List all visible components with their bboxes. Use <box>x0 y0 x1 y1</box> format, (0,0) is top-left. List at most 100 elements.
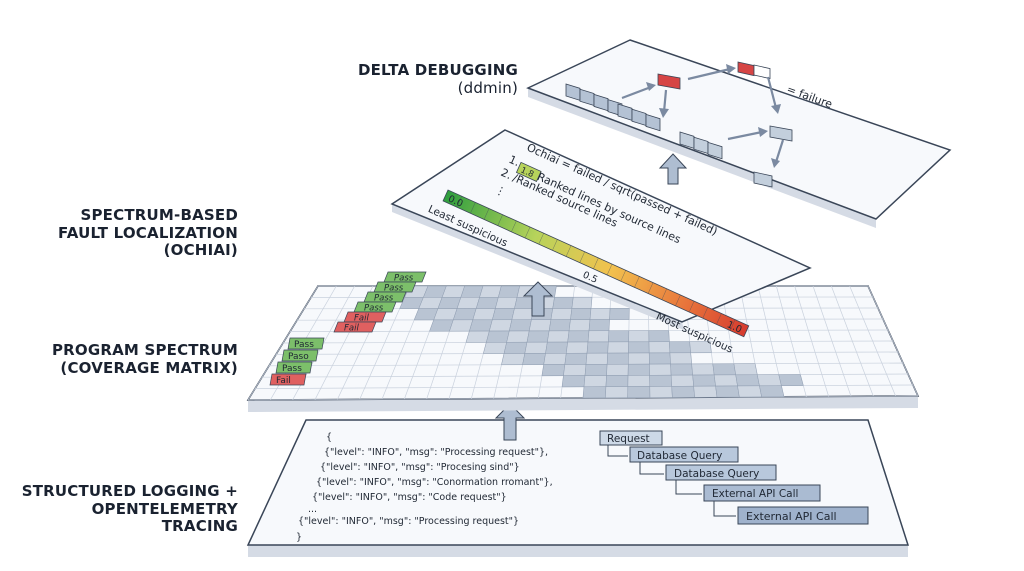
test-label-text: Pass <box>294 340 314 350</box>
covered-cell <box>495 297 518 309</box>
trace-span-db-query-2 <box>665 464 777 481</box>
covered-cell <box>550 308 573 320</box>
json-line: {"level": "INFO", "msg": "Conormation rr… <box>316 477 553 488</box>
json-line: ... <box>308 504 317 515</box>
arrow-spectrum-to-sbfl <box>522 281 554 317</box>
test-label-text: Paso <box>288 352 309 362</box>
covered-cell <box>588 319 610 332</box>
covered-cell <box>460 285 484 298</box>
covered-cell <box>649 374 672 387</box>
trace-span-api-call-2 <box>737 506 869 525</box>
ddmin-subset-element <box>753 64 771 80</box>
covered-cell <box>465 330 490 343</box>
delta-panel-face <box>526 39 952 220</box>
test-label-box <box>269 373 307 386</box>
json-close-brace: } <box>296 532 302 543</box>
arrow-logging-to-spectrum <box>494 403 526 441</box>
ranked-list-ellipsis: ⋮ <box>493 183 508 199</box>
scale-tick <box>579 251 585 263</box>
covered-cell <box>548 319 571 332</box>
scale-tick <box>634 276 640 288</box>
scale-tick <box>729 319 736 331</box>
covered-cell <box>693 385 718 398</box>
covered-cell <box>648 341 671 354</box>
sbfl-panel-face <box>390 129 812 323</box>
trace-span-label: Request <box>607 433 650 445</box>
covered-cell <box>670 363 693 376</box>
label-sbfl-1: SPECTRUM-BASED <box>80 206 238 224</box>
delta-panel: = failure <box>526 39 952 228</box>
covered-cell <box>649 363 672 376</box>
label-delta-debugging: DELTA DEBUGGING (ddmin) <box>300 61 518 97</box>
covered-cell <box>506 330 530 343</box>
covered-cell <box>733 363 758 376</box>
covered-cell <box>489 319 513 332</box>
covered-cell <box>511 308 534 321</box>
ddmin-arrows <box>621 64 785 168</box>
scale-tick <box>702 307 708 319</box>
covered-cell <box>567 330 590 343</box>
logging-panel-edge <box>248 545 908 557</box>
covered-cell <box>670 374 694 387</box>
covered-cell <box>570 308 592 320</box>
covered-cell <box>498 285 520 298</box>
test-label-text: Pass <box>394 274 414 284</box>
covered-cell <box>628 341 650 354</box>
covered-cell <box>735 374 760 387</box>
covered-cell <box>589 308 611 320</box>
ddmin-failure-element <box>657 73 681 90</box>
covered-cell <box>669 352 692 365</box>
covered-cell <box>469 319 493 332</box>
scale-tick <box>456 196 462 208</box>
ddmin-subsets <box>565 61 793 188</box>
covered-cell <box>492 308 515 321</box>
covered-cell <box>583 375 607 388</box>
ddmin-arrowhead <box>659 108 669 118</box>
scale-tick <box>483 208 490 220</box>
test-label-text: Pass <box>384 284 404 294</box>
label-spectrum-1: PROGRAM SPECTRUM <box>51 341 238 359</box>
spectrum-panel-edge <box>248 396 918 412</box>
covered-cell <box>712 363 737 376</box>
scale-tick <box>647 282 654 294</box>
covered-cell <box>608 330 630 343</box>
covered-cell <box>429 319 454 332</box>
covered-cell <box>552 296 574 309</box>
covered-cell <box>571 296 593 309</box>
label-logging-1: STRUCTURED LOGGING + <box>21 482 238 500</box>
ddmin-arrow <box>774 139 785 163</box>
scale-tick <box>688 301 695 313</box>
test-label-text: Pass <box>374 294 394 304</box>
scale-tick <box>552 239 558 251</box>
ddmin-subset-element <box>769 125 793 142</box>
covered-cell <box>564 352 588 365</box>
scale-tick <box>511 220 517 232</box>
covered-cell <box>472 308 496 321</box>
covered-cell <box>671 385 695 398</box>
json-line: {"level": "INFO", "msg": "Processing req… <box>324 447 548 458</box>
covered-cell <box>561 375 586 388</box>
covered-cell <box>606 363 629 376</box>
ddmin-arrowhead <box>646 82 656 91</box>
test-label-box <box>373 281 417 293</box>
arrow-sbfl-to-delta <box>658 153 688 185</box>
covered-cell <box>543 353 567 365</box>
test-label-box <box>281 349 319 362</box>
covered-cell <box>449 319 474 332</box>
trace-waterfall: Request Database Query Database Query Ex… <box>599 430 869 525</box>
label-logging-2: OPENTELEMETRY TRACING <box>91 499 238 536</box>
covered-cell <box>568 319 591 332</box>
covered-cell <box>503 341 528 354</box>
covered-cell <box>565 341 589 354</box>
ddmin-failure-element <box>737 61 755 77</box>
scale-tick <box>593 257 599 269</box>
covered-cell <box>587 330 610 343</box>
covered-cell <box>759 385 785 398</box>
label-sbfl-3: (OCHIAI) <box>163 241 238 260</box>
covered-cell <box>609 308 630 320</box>
scale-tick <box>716 313 722 325</box>
